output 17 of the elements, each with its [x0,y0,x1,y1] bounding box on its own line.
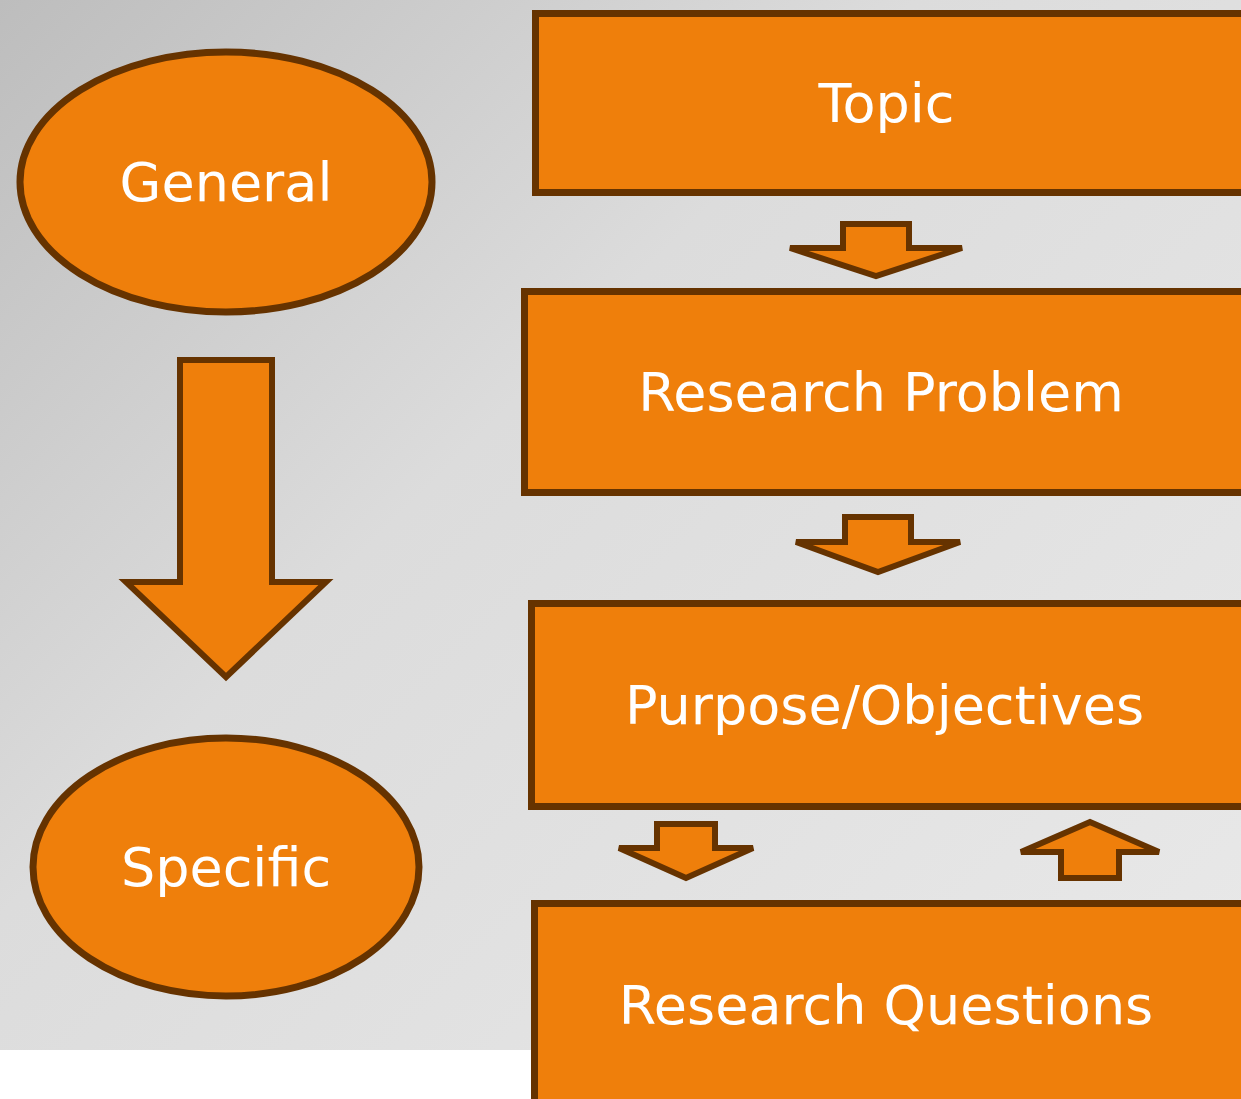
node-label: Purpose/Objectives [624,673,1145,737]
ellipse-node [16,48,436,316]
node-label: Specific [120,835,332,899]
block-arrow [787,221,965,280]
node-label: General [119,150,333,214]
process-box [521,288,1241,496]
node-label: Topic [818,71,955,135]
block-arrow [118,357,334,682]
block-arrow [1018,818,1162,881]
ellipse-node [29,734,423,1000]
process-box [528,600,1241,810]
node-label: Research Problem [638,360,1124,424]
block-arrow [616,821,756,882]
process-box [531,900,1241,1099]
node-label: Research Questions [618,973,1154,1037]
block-arrow [793,514,963,576]
process-box [532,10,1241,196]
